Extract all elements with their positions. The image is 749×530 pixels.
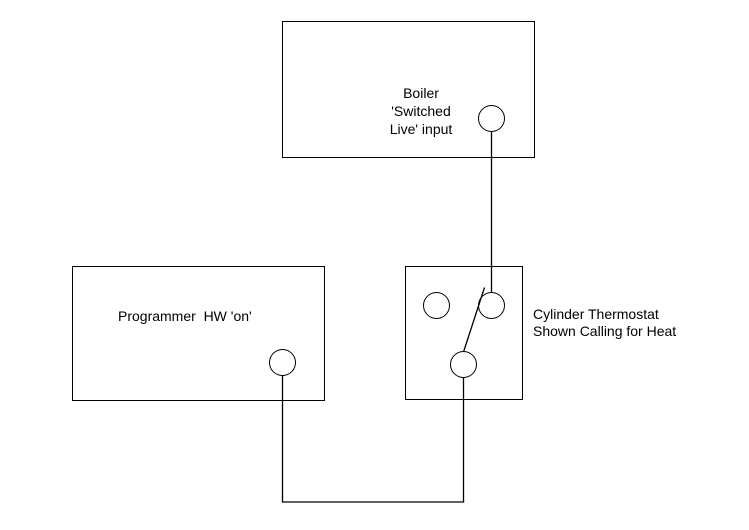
programmer-box [72,266,325,401]
thermostat-box [405,266,523,400]
thermostat-terminal-right [478,292,505,319]
boiler-box [282,21,535,158]
thermostat-label: Cylinder Thermostat Shown Calling for He… [533,306,677,339]
programmer-hw-on-terminal [269,349,296,376]
thermostat-terminal-common [450,351,477,378]
programmer-label: Programmer HW 'on' [118,308,252,324]
thermostat-terminal-left [423,292,450,319]
boiler-label: Boiler 'Switched Live' input [389,85,453,137]
